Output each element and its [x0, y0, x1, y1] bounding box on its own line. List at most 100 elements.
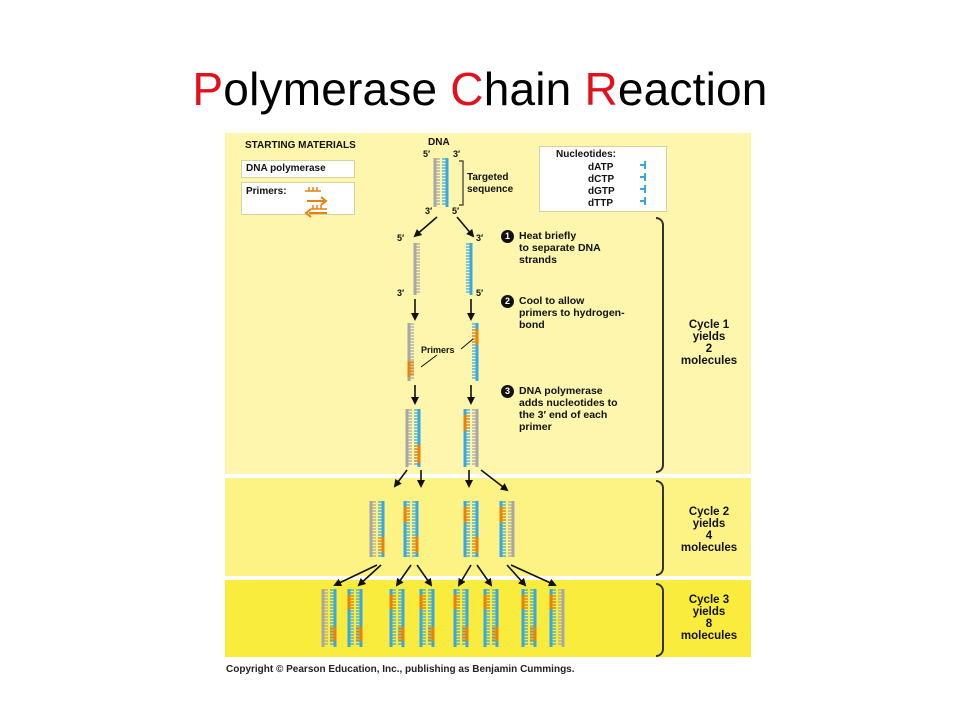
- cycle-3-line-4: molecules: [680, 630, 738, 642]
- sep-left-5prime: 5′: [397, 233, 405, 243]
- cycle3-molecule-7-left-strand-segment-rungs: [523, 595, 528, 609]
- step-2-line-3: bond: [519, 319, 545, 331]
- cycle2-molecule-1-right-strand-segment: [381, 537, 385, 553]
- cycle3-molecule-2-left-strand-segment-rungs: [349, 595, 354, 609]
- cycle-2-line-1: Cycle 2: [688, 506, 730, 518]
- targeted-sequence-bracket: [459, 160, 464, 206]
- cycle2-molecule-3-left-strand-segment: [463, 507, 467, 523]
- nucleotide-icon-1: [640, 173, 646, 181]
- separated-strand-left-rungs: [415, 243, 420, 293]
- cycle3-molecule-1-left-strand-rungs: [323, 589, 328, 645]
- copyright-notice: Copyright © Pearson Education, Inc., pub…: [226, 664, 575, 675]
- nucleotide-dgtp: dGTP: [588, 186, 615, 197]
- title-text-olymerase: olymerase: [223, 63, 451, 115]
- annealed-strand-left-segment: [407, 361, 411, 377]
- annealed-strand-left-rungs: [409, 323, 414, 379]
- cycle-2-line-2: yields: [692, 518, 726, 530]
- cycle3-arrow-5: [457, 564, 472, 587]
- sep-right-3prime: 3′: [476, 233, 484, 243]
- dna-polymerase-box: DNA polymerase: [241, 160, 355, 178]
- starting-dna-left-strand-rungs: [435, 158, 440, 205]
- step-1-line-3: strands: [519, 254, 557, 266]
- cycle3-molecule-6-left-strand-segment-rungs: [485, 595, 490, 609]
- primers-callout-leader-right: [460, 338, 474, 350]
- cycle2-molecule-3-right-strand-segment: [475, 537, 479, 553]
- cycle2-molecule-2-right-strand-segment: [415, 537, 419, 553]
- page-title: Polymerase Chain Reaction: [0, 62, 960, 116]
- mid-left-3prime: 3′: [425, 206, 433, 216]
- cycle-1-line-4: molecules: [680, 355, 738, 367]
- cycle-3-line-3: 8: [705, 618, 713, 630]
- dna-polymerase-label: DNA polymerase: [246, 163, 326, 174]
- title-letter-p: P: [192, 63, 224, 115]
- cycle3-molecule-2-right-strand-segment-rungs: [356, 627, 361, 641]
- title-letter-r: R: [584, 63, 618, 115]
- cycle1-product-right-left-strand-segment: [463, 415, 467, 431]
- cycle1-product-right-right-strand-rungs: [472, 409, 477, 465]
- annealed-strand-left-segment-rungs: [409, 361, 414, 375]
- cycle3-molecule-6-right-strand-rungs: [492, 589, 497, 645]
- mid-right-5prime: 5′: [452, 206, 460, 216]
- cycle3-molecule-4-right-strand-rungs: [428, 589, 433, 645]
- cycle3-molecule-6-right-strand-segment-rungs: [492, 627, 497, 641]
- step-1-line-1: Heat briefly: [519, 230, 577, 242]
- cycle3-arrow-3: [395, 564, 412, 587]
- cycle3-molecule-5-left-strand-segment-rungs: [455, 595, 460, 609]
- cycle3-arrow-2: [357, 564, 382, 587]
- cycle-1-line-2: yields: [692, 331, 726, 343]
- annealed-strand-right-segment-rungs: [472, 329, 477, 343]
- step-3-line-1: DNA polymerase: [519, 385, 603, 397]
- cycle1-product-right-left-strand-segment-rungs: [465, 415, 470, 429]
- split-arrow-left: [413, 216, 438, 238]
- cycle2-molecule-4-left-strand-segment-rungs: [501, 507, 506, 521]
- cycle3-molecule-7-right-strand-rungs: [530, 589, 535, 645]
- cycle3-molecule-4-left-strand-segment-rungs: [421, 595, 426, 609]
- cycle2-arrow-1: [393, 469, 408, 488]
- step-2-line-1: Cool to allow: [519, 295, 585, 307]
- nucleotides-heading: Nucleotides:: [556, 149, 617, 160]
- primer-icon-forward: [307, 196, 328, 206]
- cycle3-arrow-4: [416, 564, 433, 587]
- cycle3-molecule-8-right-strand-rungs: [558, 589, 563, 645]
- top-right-3prime: 3′: [453, 149, 461, 159]
- separated-strand-right-rungs: [466, 243, 471, 293]
- cycle2-molecule-2-left-strand-segment: [403, 507, 407, 523]
- cycle2-molecule-2-right-strand-segment-rungs: [412, 537, 417, 551]
- nucleotide-datp: dATP: [588, 162, 614, 173]
- cycle2-arrow-4: [480, 469, 509, 492]
- cycle1-product-left-left-strand-rungs: [407, 409, 412, 465]
- nucleotide-icon-2: [640, 185, 646, 193]
- nucleotide-dttp: dTTP: [588, 198, 613, 209]
- cycle1-product-left-right-strand-segment-rungs: [414, 445, 419, 462]
- primers-callout-leader-left: [420, 354, 438, 368]
- cycle-2-line-4: molecules: [680, 542, 738, 554]
- step-3-line-2: adds nucleotides to: [519, 397, 618, 409]
- primer-icon-forward-teeth: [305, 187, 321, 192]
- nucleotide-dctp: dCTP: [588, 174, 615, 185]
- primers-label: Primers:: [246, 186, 287, 197]
- title-text-hain: hain: [483, 63, 585, 115]
- cycle3-molecule-8-left-strand-segment-rungs: [551, 595, 556, 609]
- step-3-number: 3: [501, 385, 514, 398]
- cycle1-product-left-right-strand-segment: [417, 445, 421, 463]
- cycle-2-line-3: 4: [705, 530, 713, 542]
- pcr-diagram: STARTING MATERIALS DNA polymerase Primer…: [225, 133, 751, 657]
- primer-icon-reverse: [304, 208, 327, 218]
- cycle3-molecule-2-right-strand-rungs: [356, 589, 361, 645]
- cycle3-arrow-6: [476, 564, 493, 587]
- cycle-3-line-2: yields: [692, 606, 726, 618]
- title-text-eaction: eaction: [617, 63, 768, 115]
- primer-icon-reverse-teeth: [311, 205, 327, 210]
- step-3-line-4: primer: [519, 421, 552, 433]
- cycle2-molecule-3-left-strand-segment-rungs: [465, 507, 470, 521]
- pcr-graphics: [304, 158, 646, 647]
- cycle3-molecule-1-right-strand-segment-rungs: [330, 627, 335, 641]
- cycle3-molecule-7-right-strand-segment-rungs: [530, 627, 535, 641]
- step-3-line-3: the 3′ end of each: [519, 409, 608, 421]
- cycle2-molecule-1-right-strand-segment-rungs: [378, 537, 383, 551]
- nucleotide-icon-0: [640, 161, 646, 169]
